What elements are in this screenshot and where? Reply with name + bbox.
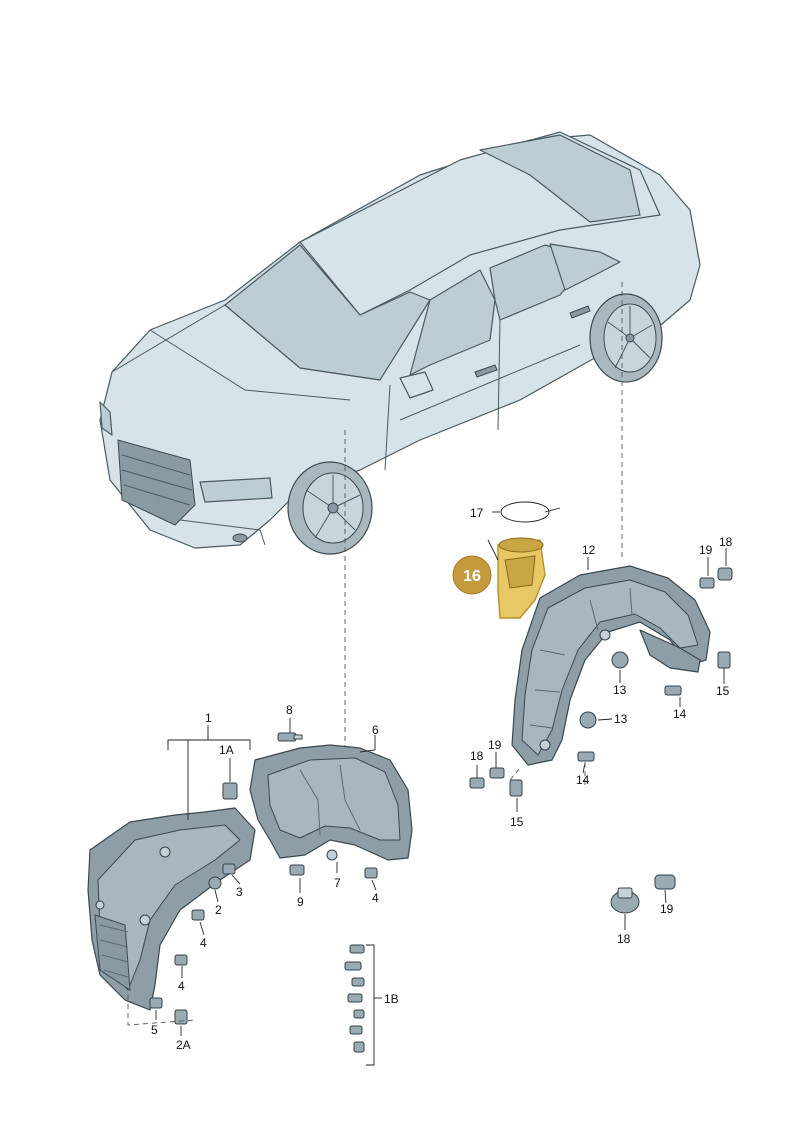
front-liner-inner: [249, 744, 413, 861]
label-9: 9: [297, 895, 304, 909]
label-6: 6: [372, 723, 379, 737]
label-19-top: 19: [699, 543, 713, 557]
callout-labels: 1 1A 8 6 3 2 7 9 4 4 4 5 2A 1B 17 12 19 …: [151, 506, 733, 1052]
leaders-left: [127, 718, 382, 1066]
rear-liner: [511, 565, 711, 766]
label-15-right: 15: [716, 684, 730, 698]
label-12: 12: [582, 543, 596, 557]
label-8: 8: [286, 703, 293, 717]
fasteners-left: [149, 732, 378, 1053]
front-liner-outer: [87, 807, 256, 1011]
label-4-upper: 4: [200, 936, 207, 950]
label-19-mid: 19: [488, 738, 502, 752]
label-15-lower: 15: [510, 815, 524, 829]
label-7: 7: [334, 876, 341, 890]
part-16-badge[interactable]: 16: [452, 555, 492, 595]
label-18-bottom: 18: [617, 932, 631, 946]
label-18-mid: 18: [470, 749, 484, 763]
label-3: 3: [236, 885, 243, 899]
label-13-upper: 13: [613, 683, 627, 697]
label-2: 2: [215, 903, 222, 917]
label-2a: 2A: [176, 1038, 191, 1052]
leaders-right: [476, 511, 727, 930]
part-16-badge-label: 16: [463, 568, 481, 585]
label-5: 5: [151, 1023, 158, 1037]
label-13-lower: 13: [614, 712, 628, 726]
label-1a: 1A: [219, 743, 234, 757]
label-17: 17: [470, 506, 484, 520]
label-14-right: 14: [673, 707, 687, 721]
label-4-lower: 4: [178, 979, 185, 993]
highlighted-part-16[interactable]: [497, 537, 546, 619]
label-4-right: 4: [372, 891, 379, 905]
fasteners-right: [469, 567, 733, 914]
car-illustration: [99, 131, 701, 555]
label-1b: 1B: [384, 992, 399, 1006]
label-18-top: 18: [719, 535, 733, 549]
label-19-bottom: 19: [660, 902, 674, 916]
ring-part-17: [500, 501, 561, 523]
label-1: 1: [205, 711, 212, 725]
label-14-lower: 14: [576, 773, 590, 787]
